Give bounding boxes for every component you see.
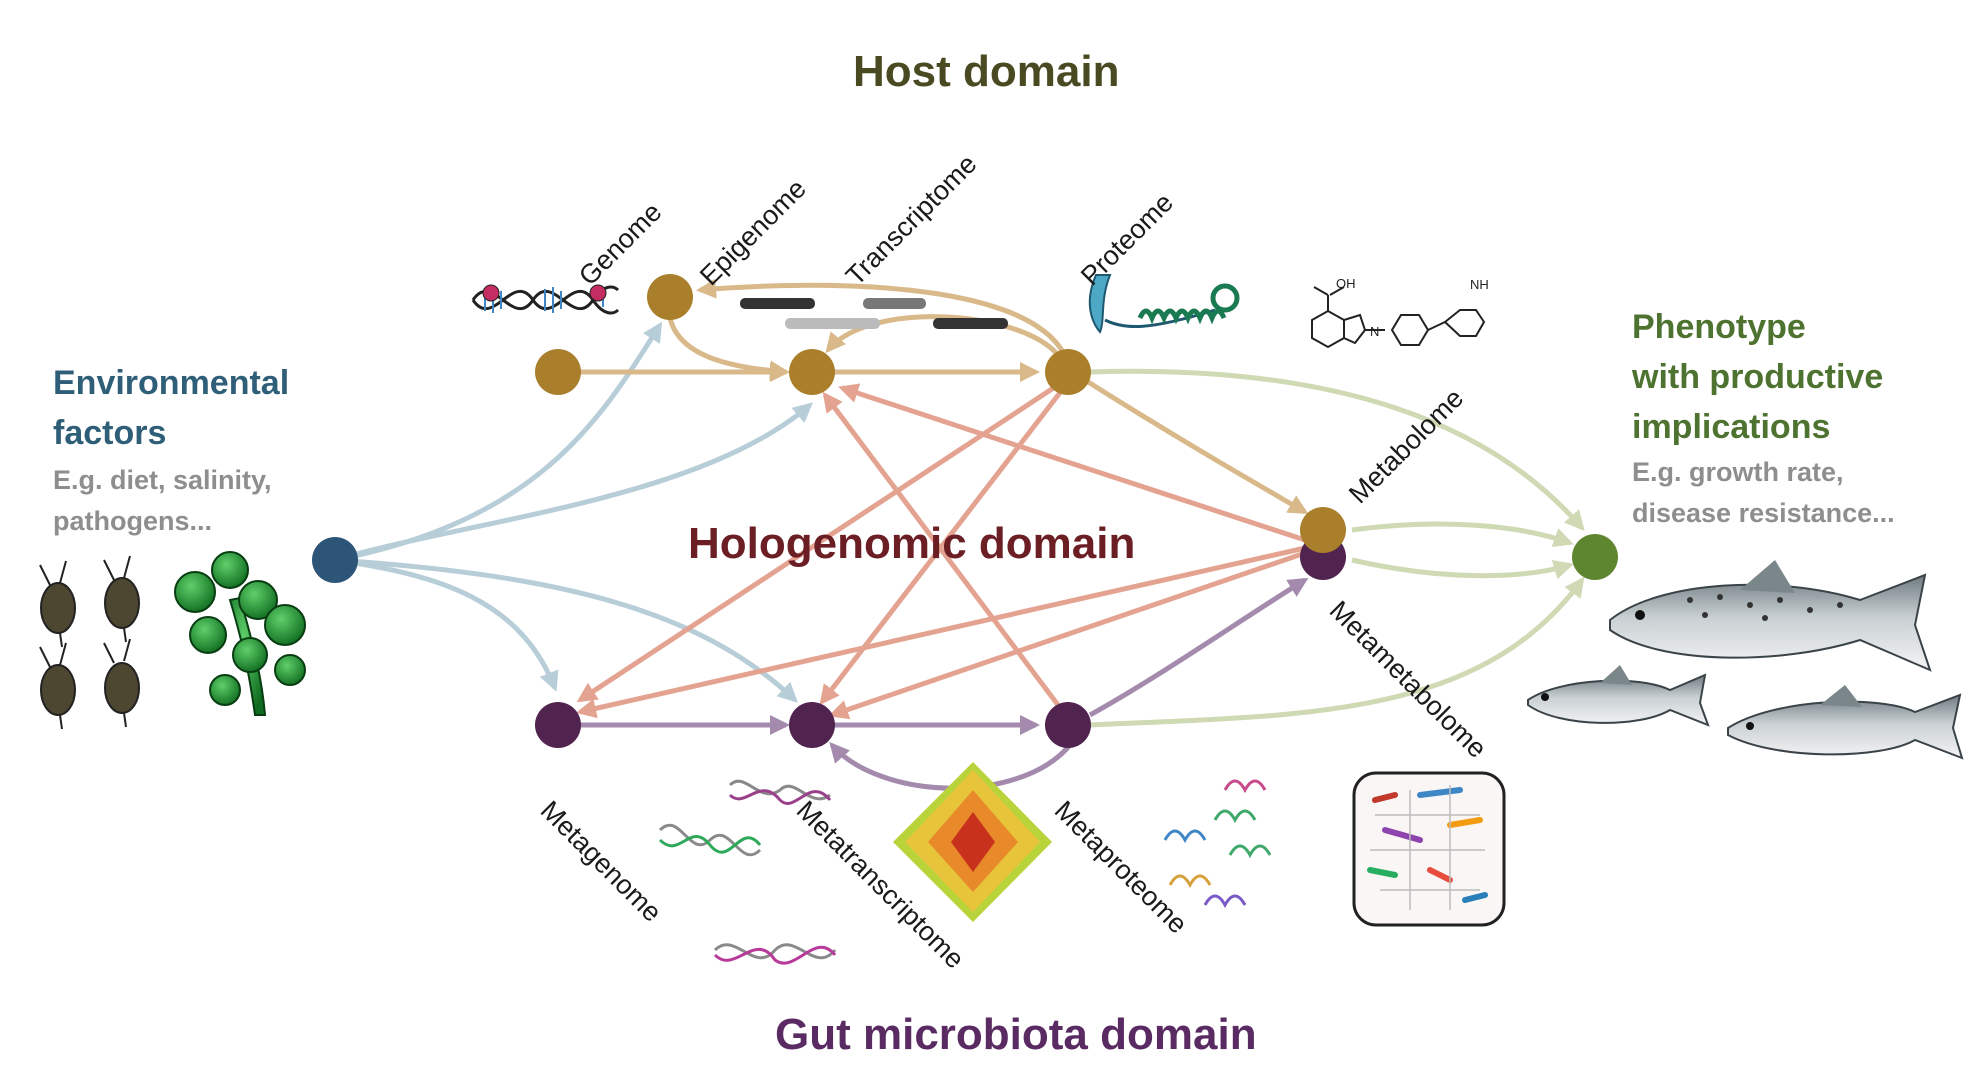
node-metabolome [1300, 507, 1346, 553]
hologenomic-arrows [576, 382, 1306, 720]
node-genome [535, 349, 581, 395]
host-arrows [560, 278, 1309, 515]
metagenome-dna-icon [658, 779, 837, 965]
node-environment [312, 537, 358, 583]
node-metatranscriptome [789, 702, 835, 748]
arrow-proteome-to-phenotype [1089, 368, 1585, 532]
host-nodes [535, 274, 1091, 395]
phenotype-arrows [1089, 368, 1585, 728]
environment-example-line1: E.g. diet, salinity, [53, 465, 272, 495]
arrow-metabolome-to-phenotype [1351, 521, 1574, 547]
hologenomic-domain-title: Hologenomic domain [688, 519, 1136, 568]
node-transcriptome [789, 349, 835, 395]
phenotype-example-line2: disease resistance... [1632, 498, 1895, 528]
heatmap-icon [893, 762, 1052, 922]
phenotype-heading-line1: Phenotype [1632, 308, 1806, 346]
arrow-proteome-to-epigenome [696, 278, 1066, 354]
zooplankton-icon [40, 577, 140, 716]
microbiota-nodes [535, 702, 1091, 748]
environment-heading-line1: Environmental [53, 364, 290, 402]
phenotype-heading-line2: with productive [1632, 358, 1884, 396]
arrow-proteome-to-metabolome [1083, 377, 1309, 515]
seaweed-icon [174, 551, 306, 716]
zooplankton-antennae [39, 555, 131, 730]
arrow-metaproteome-to-metametabolome [1088, 577, 1309, 718]
arrow-env-to-transcriptome [334, 402, 814, 563]
transcript-bars-icon [740, 298, 1008, 329]
metabolite-structure-icon [1311, 286, 1486, 349]
phenotype-heading-line3: implications [1632, 408, 1831, 446]
fish-small-right-icon [1727, 685, 1964, 760]
arrow-proteome-to-metagenome [576, 382, 1060, 703]
environment-arrows [334, 321, 814, 703]
dna-methylation-icon [471, 284, 620, 315]
arrow-metametabolome-to-metatranscriptome [828, 550, 1306, 720]
protein-structure-icon [1088, 274, 1240, 334]
host-domain-title: Host domain [853, 47, 1120, 96]
microbiota-domain-title: Gut microbiota domain [775, 1010, 1257, 1059]
node-epigenome [647, 274, 693, 320]
fish-large-icon [1609, 560, 1932, 672]
node-phenotype [1572, 534, 1618, 580]
arrow-metaproteome-to-metatranscriptome [829, 741, 1072, 791]
arrow-metaproteome-to-phenotype [1089, 576, 1585, 728]
arrow-metametabolome-to-phenotype [1351, 557, 1574, 580]
metabolic-map-icon [1352, 771, 1506, 927]
environment-heading-line2: factors [53, 414, 167, 452]
arrow-metametabolome-to-metagenome [576, 545, 1306, 719]
arrow-proteome-to-transcriptome [825, 314, 1060, 357]
metaproteome-structures-icon [1163, 779, 1272, 909]
node-proteome [1045, 349, 1091, 395]
molecule-label-nh: NH [1470, 277, 1489, 292]
molecule-label-oh: OH [1336, 276, 1356, 291]
arrow-env-to-metatranscriptome [334, 557, 798, 703]
arrow-epigenome-to-transcriptome [667, 317, 790, 381]
microbiota-arrows [580, 577, 1309, 791]
fish-small-left-icon [1527, 665, 1710, 727]
environment-example-line2: pathogens... [53, 506, 213, 536]
node-metaproteome [1045, 702, 1091, 748]
arrow-env-to-metagenome [334, 557, 559, 692]
arrow-metabolome-to-transcriptome [838, 383, 1306, 543]
node-metagenome [535, 702, 581, 748]
molecule-label-n: N [1370, 324, 1379, 339]
phenotype-example-line1: E.g. growth rate, [1632, 457, 1844, 487]
